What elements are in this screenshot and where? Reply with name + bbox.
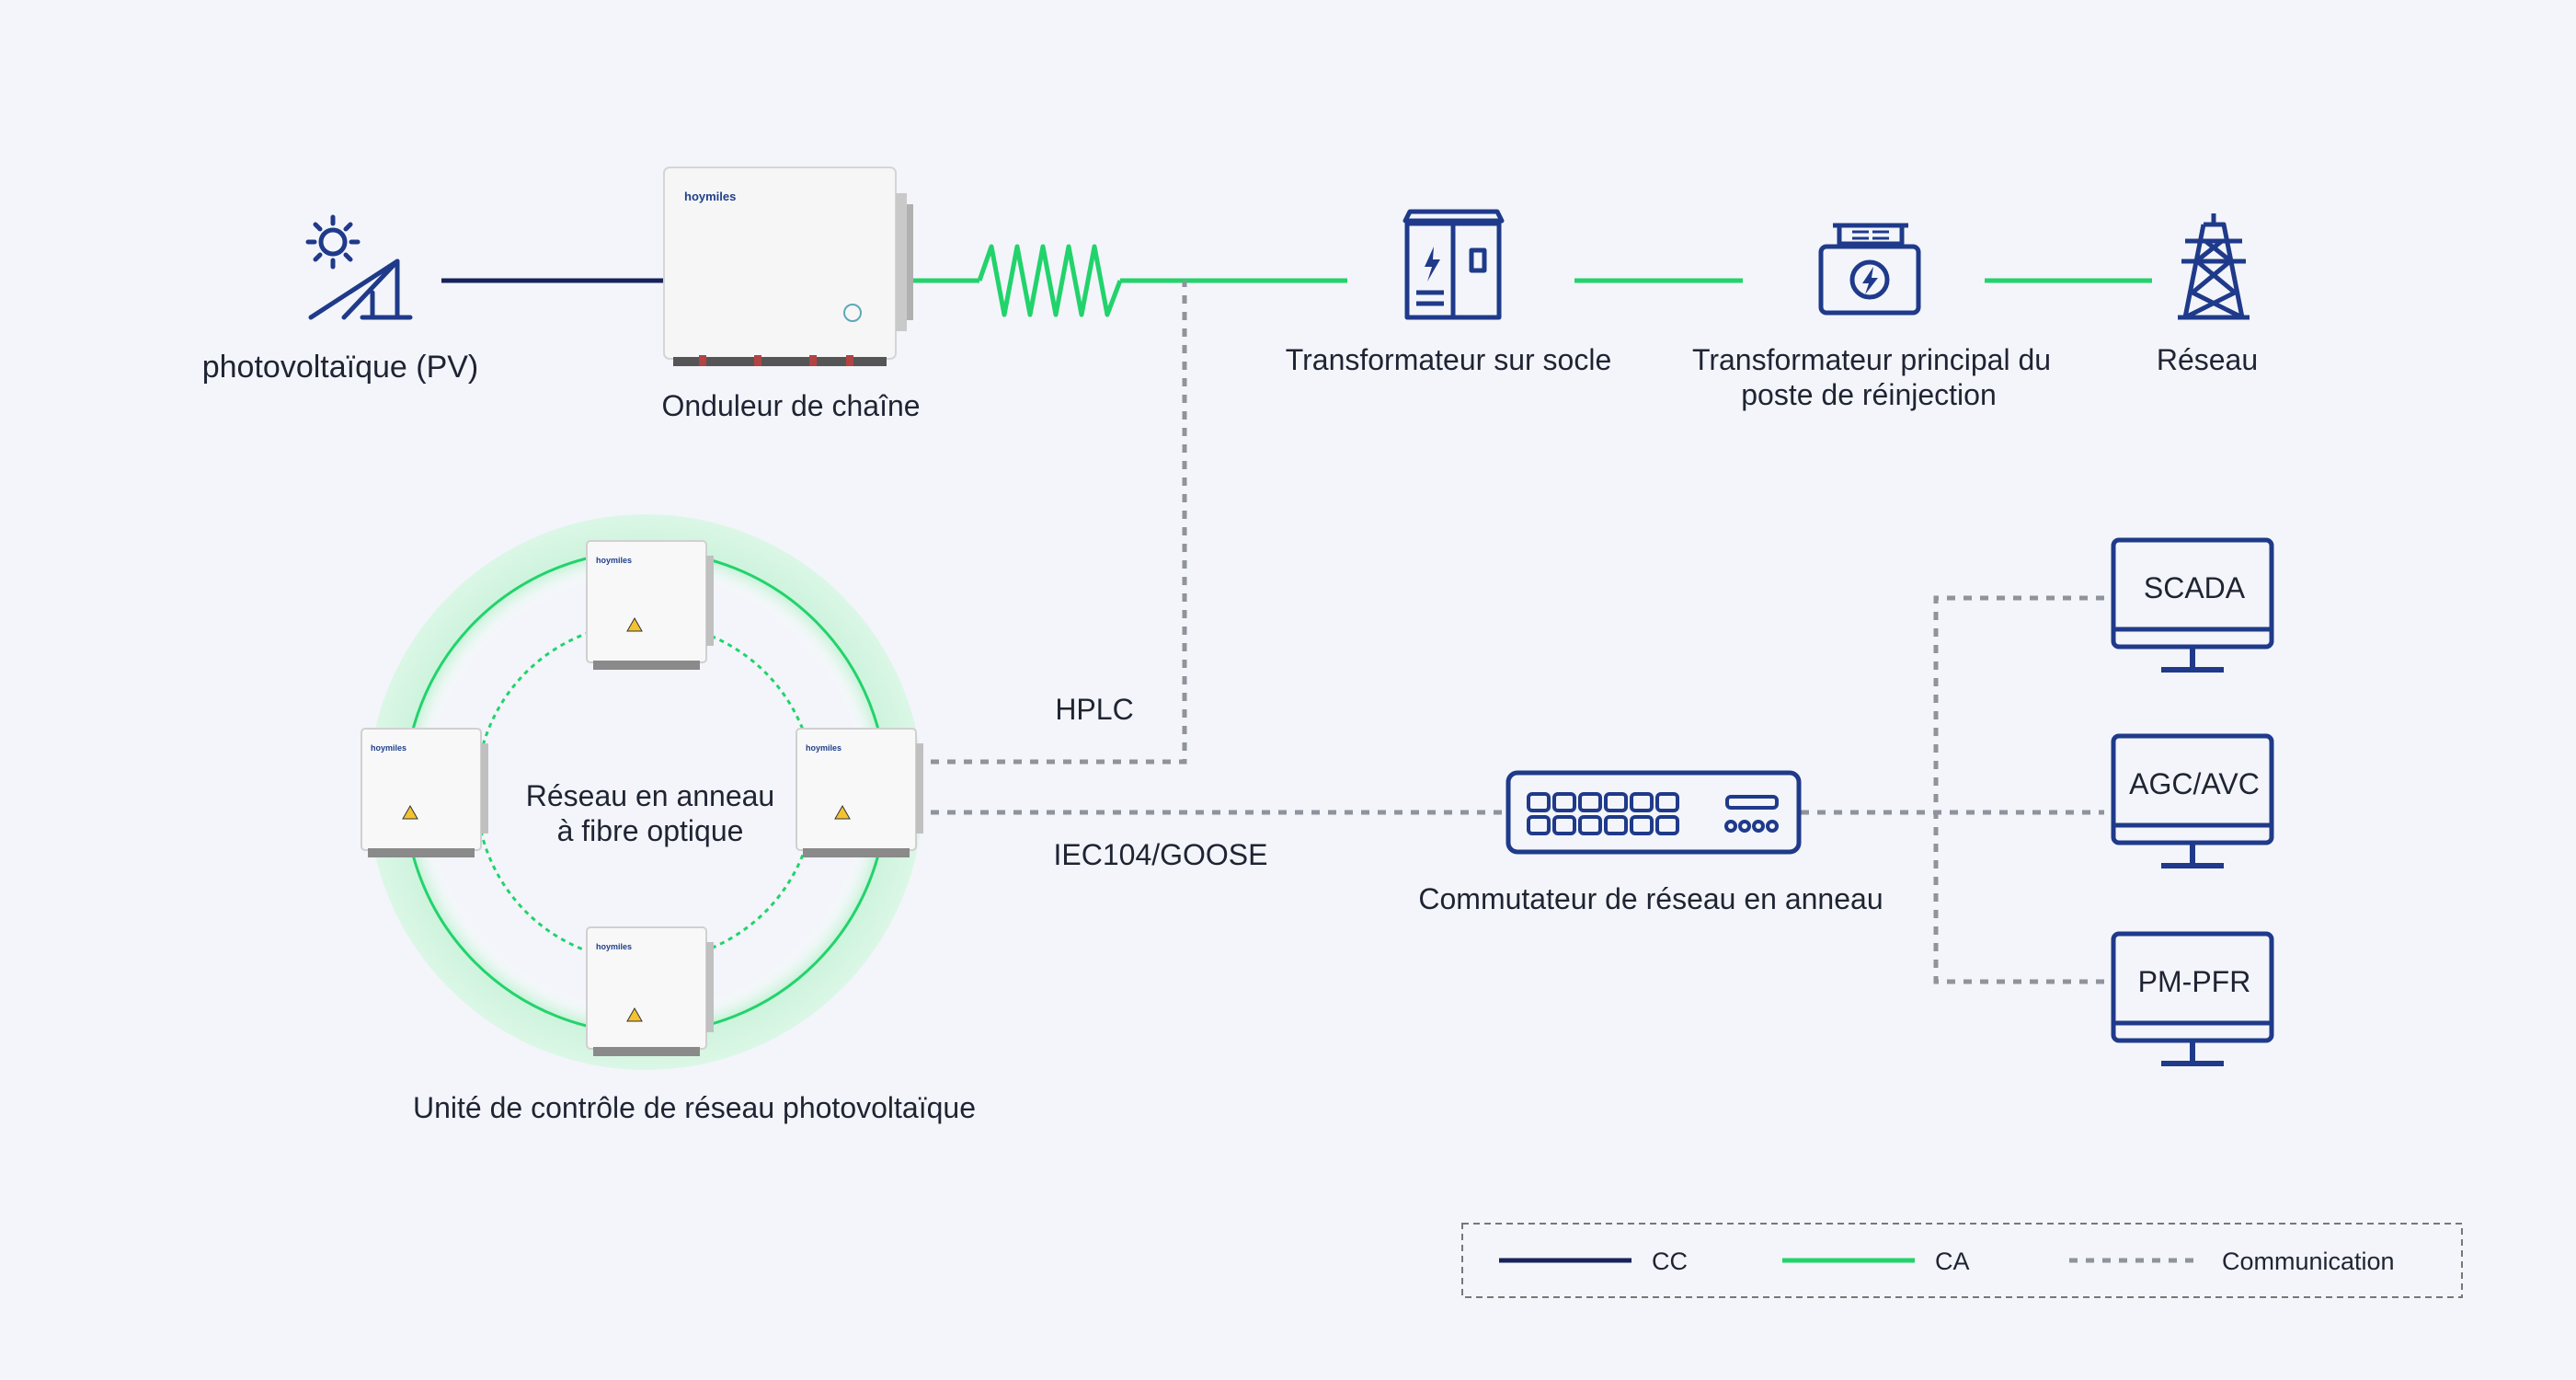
hplc-label: HPLC [1055, 693, 1133, 726]
grid-label: Réseau [2157, 343, 2258, 376]
ac-line-inverter-transformer [912, 244, 1347, 317]
control-unit-bottom: hoymiles [586, 926, 714, 1056]
switch-label: Commutateur de réseau en anneau [1418, 882, 1883, 915]
string-inverter: hoymiles [663, 167, 913, 366]
control-unit-right: hoymiles [796, 728, 923, 857]
legend-ac-label: CA [1935, 1248, 1970, 1275]
control-unit-label: Unité de contrôle de réseau photovoltaïq… [413, 1091, 976, 1124]
fiber-ring-label-line1: Réseau en anneau [526, 779, 774, 812]
legend-dc-label: CC [1652, 1248, 1688, 1275]
fiber-ring-label-line2: à fibre optique [557, 814, 744, 847]
control-unit-left-brand: hoymiles [371, 743, 406, 753]
pad-transformer-icon [1402, 209, 1505, 320]
inverter-label: Onduleur de chaîne [661, 389, 920, 422]
comm-line-hplc [931, 281, 1187, 765]
iec-label: IEC104/GOOSE [1054, 838, 1268, 871]
legend: CC CA Communication [1461, 1223, 2463, 1298]
comm-lines-monitors [1801, 595, 2104, 984]
network-switch-icon [1506, 770, 1802, 855]
legend-comm-label: Communication [2222, 1248, 2395, 1275]
monitor-pm-pfr: PM-PFR [2111, 931, 2274, 1066]
monitor-agc-avc: AGC/AVC [2111, 733, 2274, 868]
control-unit-top-brand: hoymiles [596, 556, 632, 565]
monitor-scada: SCADA [2111, 537, 2274, 673]
monitor-agc-avc-label: AGC/AVC [2129, 767, 2260, 800]
bolt-icon-main [1862, 267, 1878, 294]
pad-transformer-label: Transformateur sur socle [1286, 343, 1611, 376]
pv-label: photovoltaïque (PV) [202, 350, 479, 385]
main-transformer-label-line1: Transformateur principal du [1692, 343, 2051, 376]
monitor-scada-label: SCADA [2144, 571, 2246, 604]
control-unit-top: hoymiles [586, 540, 714, 670]
control-unit-left: hoymiles [361, 728, 488, 857]
control-unit-bottom-brand: hoymiles [596, 942, 632, 951]
solar-panel-icon [305, 214, 413, 320]
bolt-icon [1425, 247, 1440, 282]
main-transformer-label-line2: poste de réinjection [1741, 378, 1997, 411]
transmission-tower-icon [2178, 213, 2250, 320]
control-unit-right-brand: hoymiles [806, 743, 841, 753]
monitor-pm-pfr-label: PM-PFR [2138, 965, 2251, 998]
main-transformer-icon [1818, 223, 1921, 316]
inverter-brand: hoymiles [684, 190, 736, 203]
